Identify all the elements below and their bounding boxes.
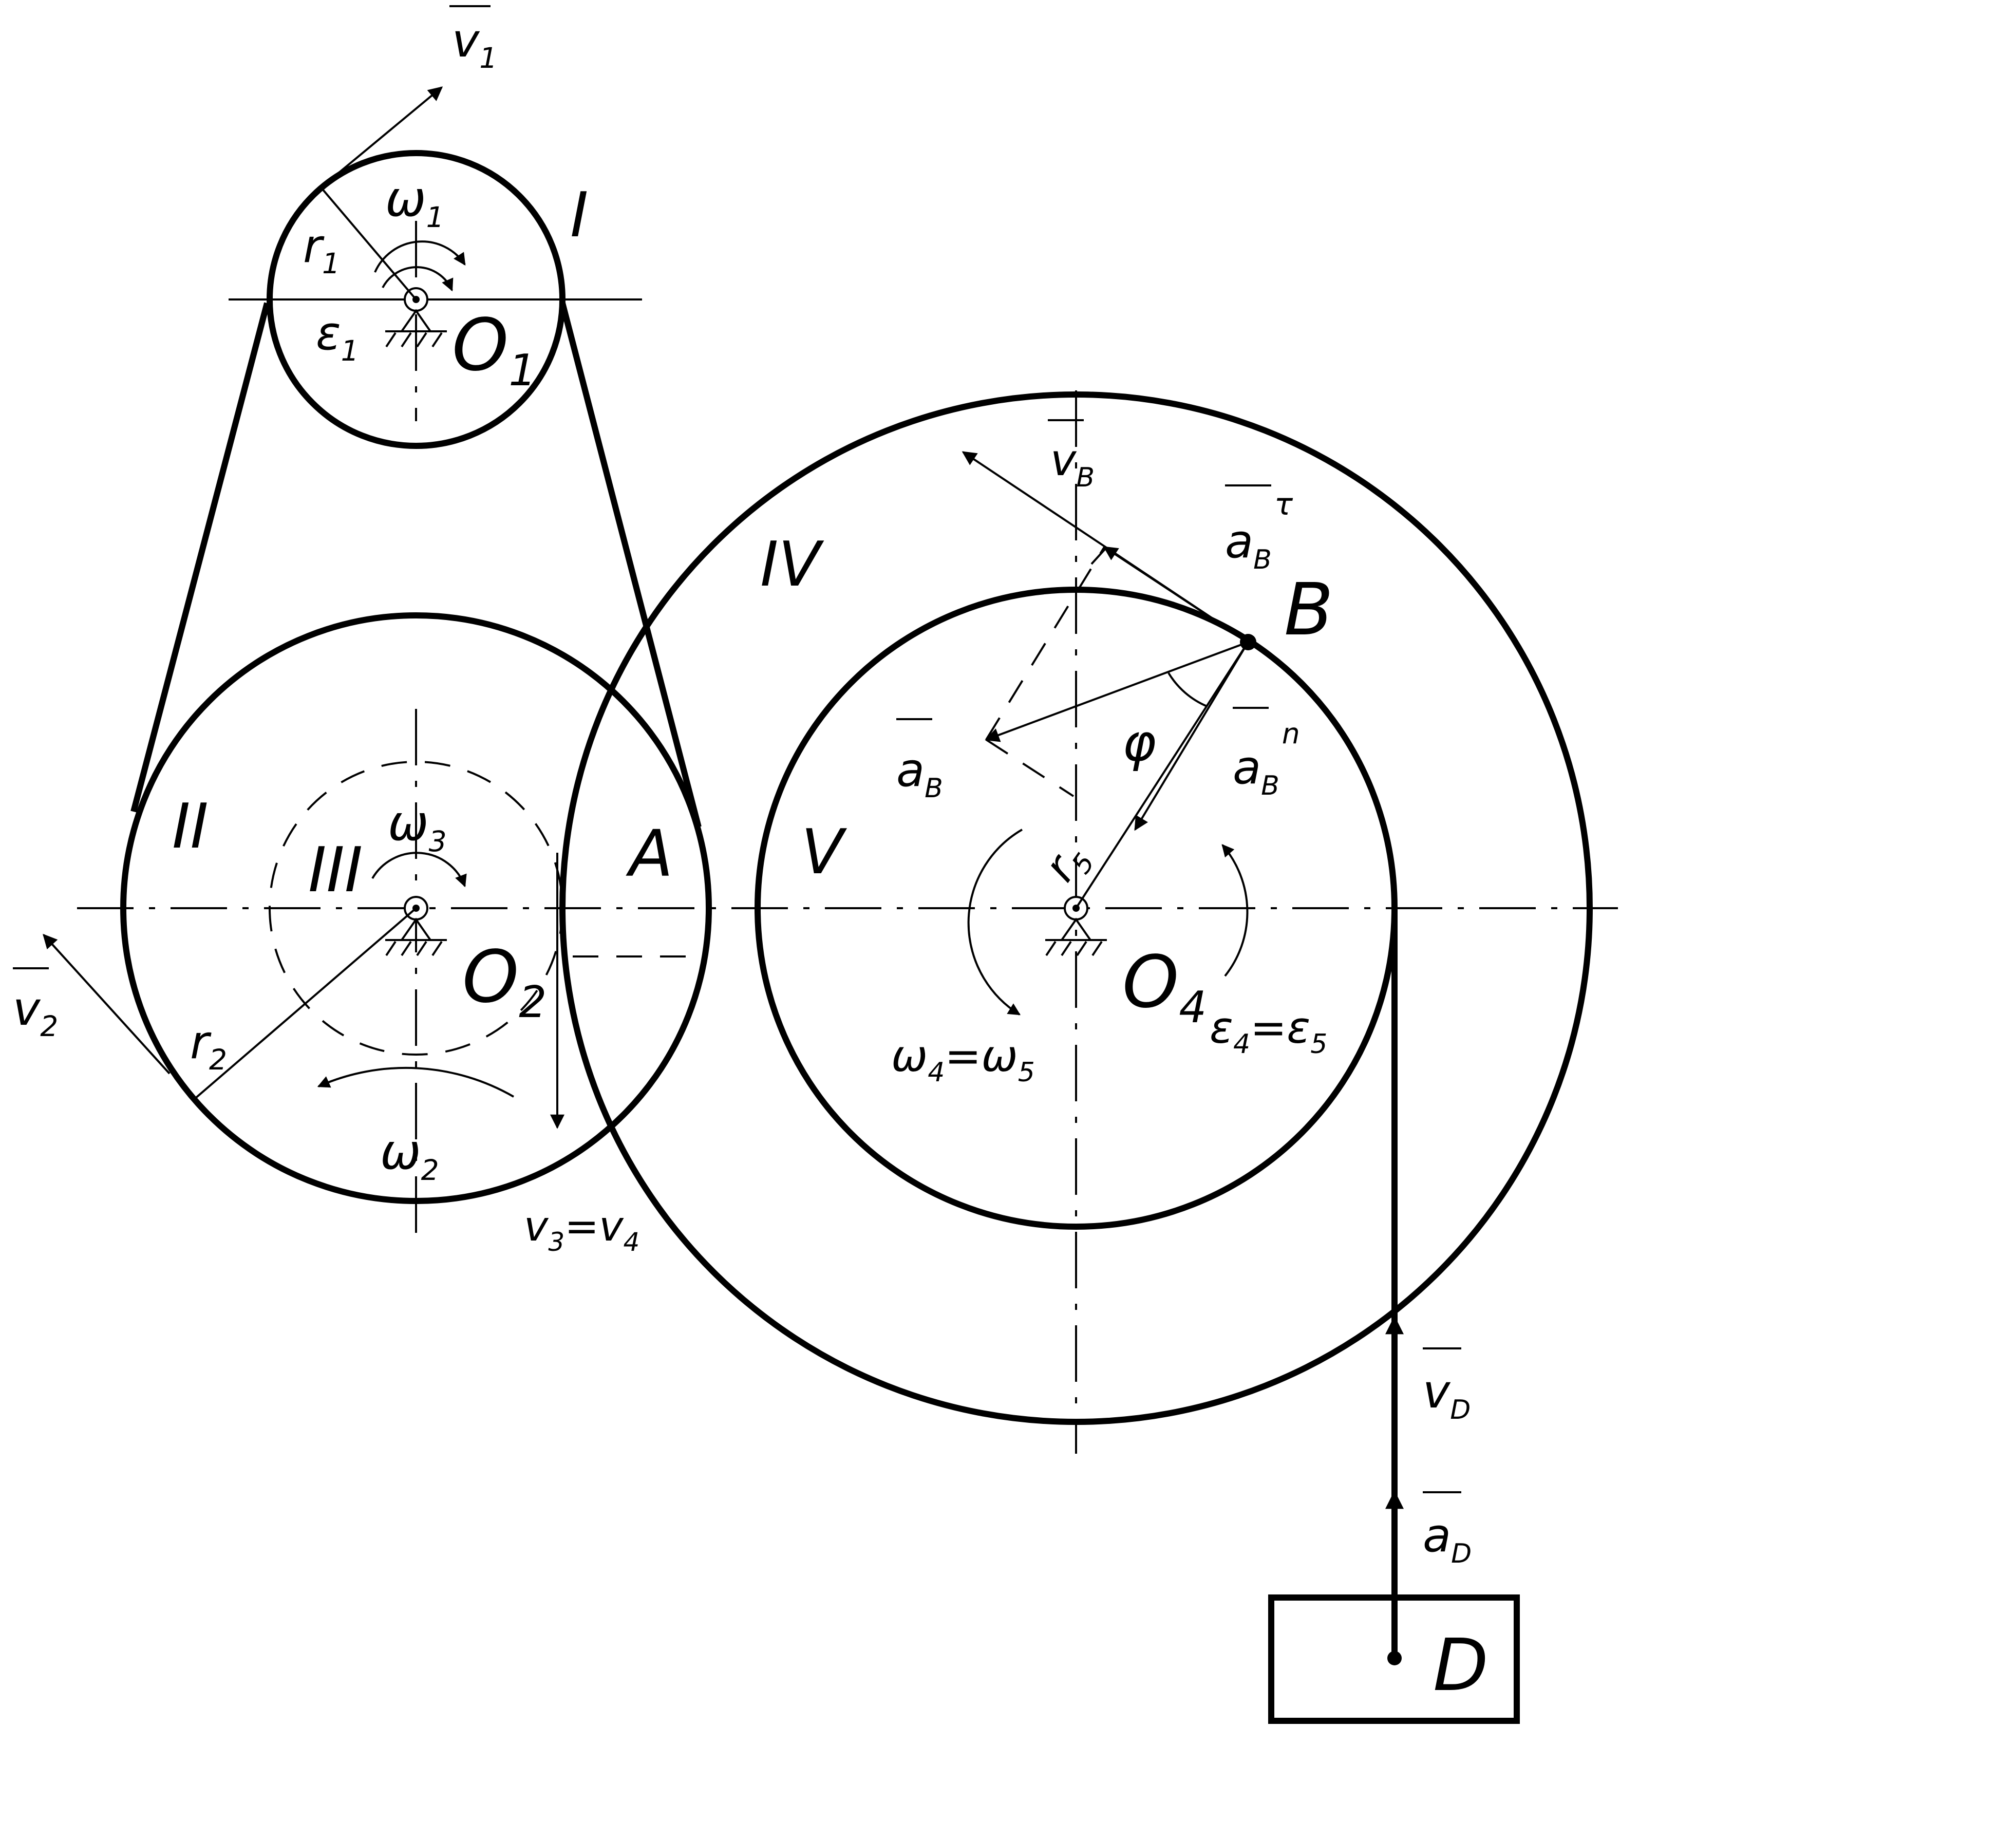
wheel-IV-vectors <box>962 451 1256 1016</box>
omega4-omega5-label: ω4=ω5 <box>891 1031 1035 1088</box>
phi-label: φ <box>1122 712 1156 773</box>
right-angle-mark <box>1090 546 1108 565</box>
r2-label: r2 <box>190 1016 227 1076</box>
wheel-III-label: III <box>308 835 363 906</box>
aB-arrow <box>985 641 1249 742</box>
wheel-I-label: I <box>570 180 588 251</box>
point-B-label: B <box>1284 568 1333 652</box>
epsilon1-arrow <box>382 266 454 292</box>
phi-arc <box>1167 672 1208 707</box>
aB-construction-1 <box>985 546 1105 741</box>
wheel-V-label: V <box>801 817 847 888</box>
aD-label: aD <box>1423 1509 1472 1569</box>
aBtau-label: aBτ <box>1225 486 1293 575</box>
radius-r1 <box>320 186 417 301</box>
point-A-label: A <box>626 817 673 891</box>
radius-r5 <box>1075 641 1249 909</box>
vB-label: vB <box>1050 435 1095 493</box>
aBn-arrow <box>1134 641 1249 831</box>
v2-arrow <box>43 933 171 1075</box>
v2-label: v2 <box>13 982 58 1043</box>
O2-label: O2 <box>462 935 547 1028</box>
omega1-arrow <box>374 240 466 273</box>
r1-label: r1 <box>303 219 340 280</box>
epsilon4-arrow <box>1221 844 1249 977</box>
omega2-arrow <box>317 1066 514 1098</box>
v1-label: v1 <box>452 14 497 74</box>
O1-label: O1 <box>452 304 536 396</box>
radius-r2 <box>193 907 417 1100</box>
omega3-arrow <box>371 852 467 888</box>
point-D-label: D <box>1433 1624 1489 1707</box>
wheel-II <box>120 612 712 1204</box>
wheels <box>120 150 1593 1425</box>
weight-assembly <box>1268 908 1520 1724</box>
aBn-label: aBn <box>1233 717 1300 801</box>
epsilon1-label: ε1 <box>316 307 359 367</box>
epsilon4-epsilon5-label: ε4=ε5 <box>1210 1003 1327 1060</box>
support-O4 <box>1045 896 1107 956</box>
omega1-label: ω1 <box>385 171 444 234</box>
aB-construction-2 <box>985 739 1075 797</box>
point-B-dot <box>1240 634 1256 650</box>
wheel-I <box>267 150 566 449</box>
O4-label: O4 <box>1122 941 1207 1033</box>
wheel-II-vectors <box>43 852 564 1129</box>
point-D-dot <box>1387 1651 1402 1665</box>
belt-left <box>130 302 270 813</box>
vD-label: vD <box>1423 1365 1471 1425</box>
wheel-IV-label: IV <box>760 529 824 600</box>
labels: v1 ω1 r1 ε1 O1 I II III ω3 O2 A v2 r2 ω2… <box>13 5 1489 1707</box>
v1-arrow <box>320 86 443 189</box>
aB-label: aB <box>896 743 943 804</box>
wheel-IV <box>559 391 1593 1425</box>
wheel-II-label: II <box>172 791 209 862</box>
omega4-arrow <box>967 829 1023 1016</box>
omega3-label: ω3 <box>388 795 447 858</box>
v3-v4-label: v3=v4 <box>524 1203 639 1257</box>
aBtau-arrow <box>1103 546 1249 643</box>
omega2-label: ω2 <box>380 1124 439 1187</box>
wheel-I-vectors <box>320 86 466 301</box>
center-lines <box>77 221 1618 1454</box>
weight-D-box <box>1268 1594 1520 1724</box>
belt-right <box>559 302 702 828</box>
